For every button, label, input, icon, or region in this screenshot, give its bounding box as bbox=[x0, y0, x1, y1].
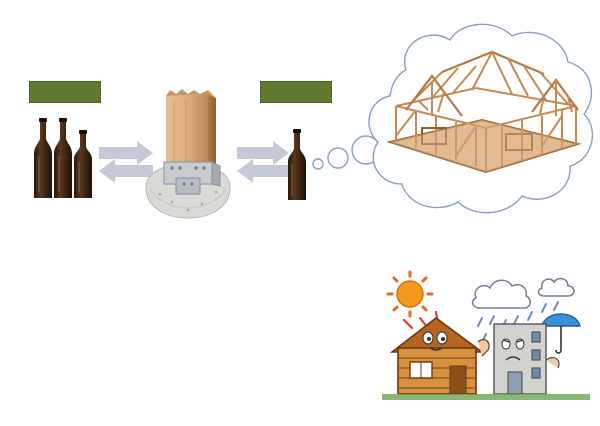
sun-icon bbox=[386, 270, 434, 318]
exchange-arrows-right bbox=[237, 141, 289, 183]
wood-post-concrete-anchor-icon bbox=[145, 89, 231, 219]
timber-house-frame-icon bbox=[386, 50, 582, 174]
label-box-right bbox=[260, 81, 332, 103]
log-house-icon bbox=[389, 316, 490, 395]
concrete-building-icon bbox=[493, 323, 560, 395]
beer-bottles-icon bbox=[34, 118, 92, 198]
beer-bottle-icon bbox=[288, 129, 306, 200]
label-box-left bbox=[29, 81, 101, 103]
exchange-arrows-left bbox=[99, 141, 153, 183]
weathered-houses-icon bbox=[382, 270, 590, 400]
umbrella-icon bbox=[541, 313, 581, 354]
